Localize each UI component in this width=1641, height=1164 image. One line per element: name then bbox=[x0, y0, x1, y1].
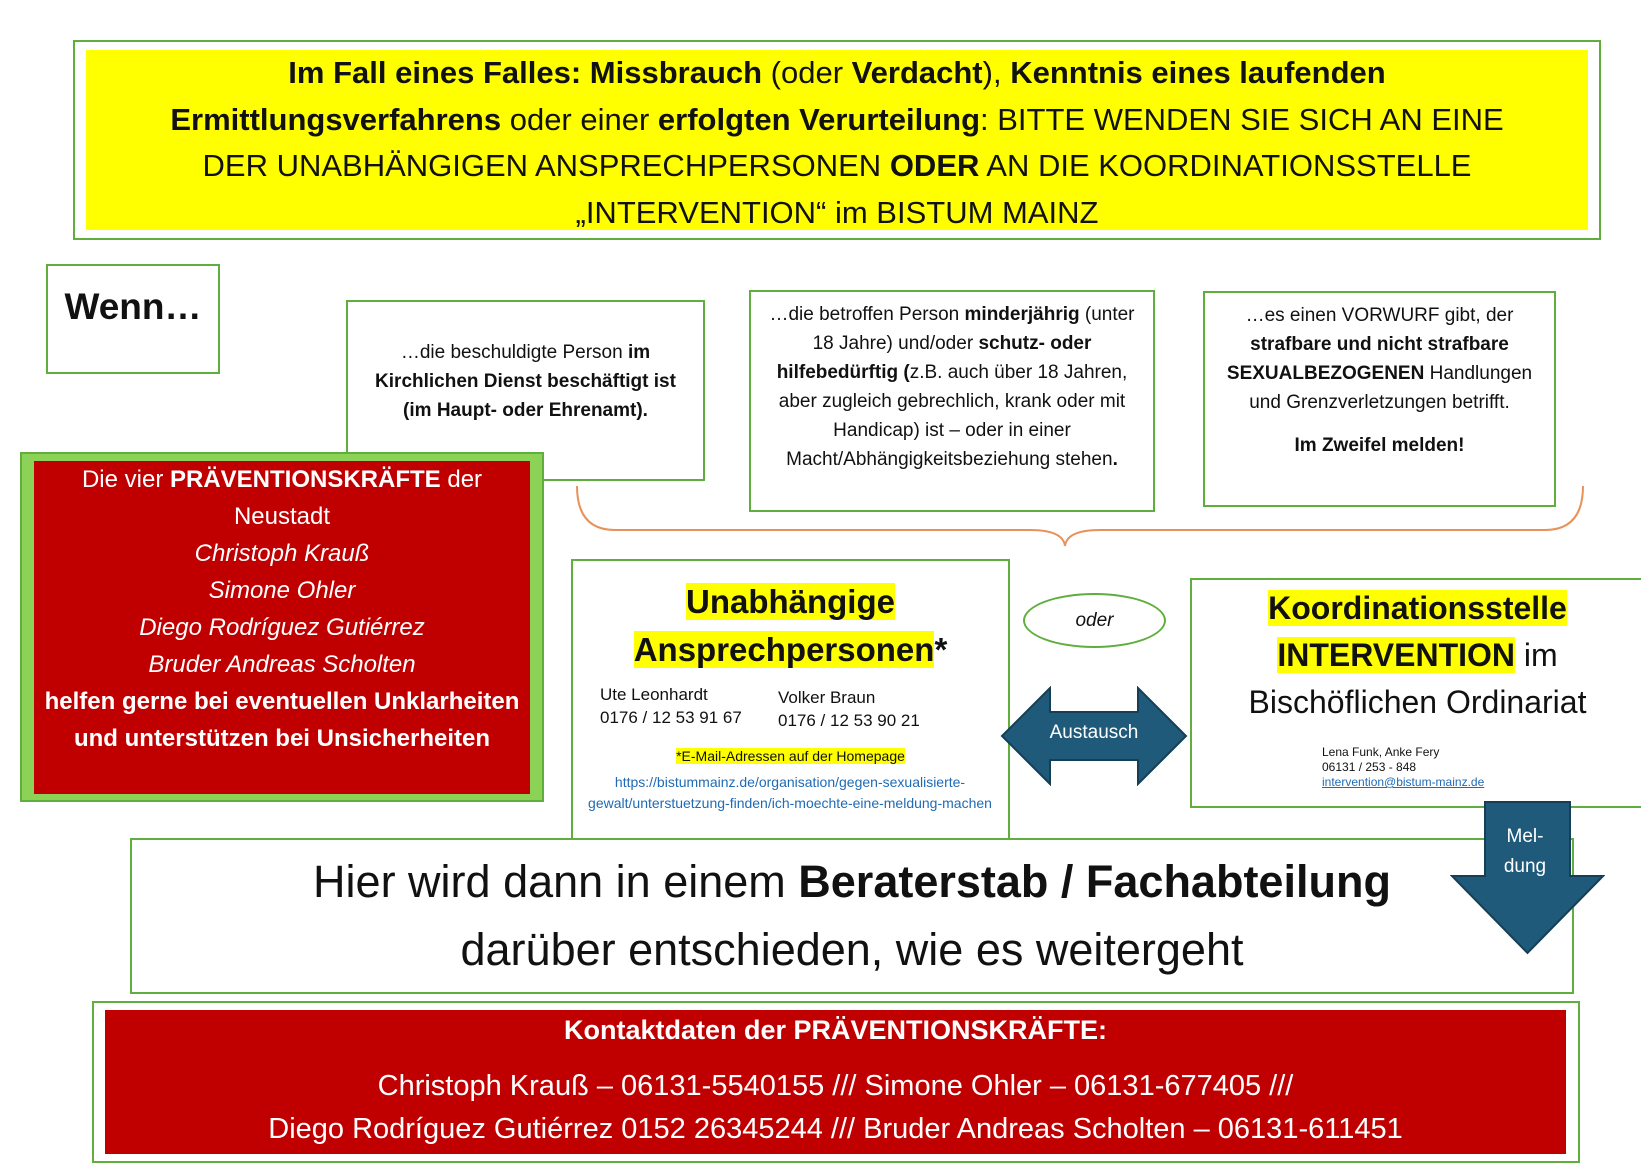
unabhaengige-title: Unabhängige Ansprechpersonen* bbox=[633, 583, 948, 668]
praevention-name: Diego Rodríguez Gutiérrez bbox=[139, 614, 425, 641]
kontakt-line-2: Diego Rodríguez Gutiérrez 0152 26345244 … bbox=[268, 1113, 1403, 1145]
homepage-link[interactable]: https://bistummainz.de/organisation/gege… bbox=[588, 774, 992, 811]
praevention-box: Die vier PRÄVENTIONSKRÄFTE der Neustadt … bbox=[34, 461, 530, 794]
kontakt-line-1: Christoph Krauß – 06131-5540155 /// Simo… bbox=[377, 1070, 1294, 1102]
meldung-overlay-label: Mel- dung bbox=[1503, 826, 1547, 877]
top-banner-line-3: DER UNABHÄNGIGEN ANSPRECHPERSONEN ODER A… bbox=[202, 148, 1472, 183]
wenn-box bbox=[46, 264, 220, 374]
top-banner: Im Fall eines Falles: Missbrauch (oder V… bbox=[86, 50, 1588, 230]
oder-ellipse: oder bbox=[1023, 593, 1166, 648]
curly-brace-connector bbox=[576, 485, 1584, 547]
koordinationsstelle-title: Koordinationsstelle INTERVENTION im Bisc… bbox=[1248, 590, 1587, 720]
intervention-email-link[interactable]: intervention@bistum-mainz.de bbox=[1322, 775, 1485, 789]
praevention-name: Simone Ohler bbox=[208, 577, 356, 604]
austausch-label: Austausch bbox=[1049, 722, 1139, 743]
condition-box-minderjaehrig: …die betroffen Person minderjährig (unte… bbox=[749, 290, 1155, 512]
austausch-double-arrow-icon bbox=[1000, 686, 1188, 786]
kontakt-title: Kontaktdaten der PRÄVENTIONSKRÄFTE: bbox=[563, 1015, 1108, 1045]
beraterstab-box bbox=[130, 838, 1574, 994]
top-banner-line-4: „INTERVENTION“ im BISTUM MAINZ bbox=[575, 194, 1099, 230]
beraterstab-text: Hier wird dann in einem Beraterstab / Fa… bbox=[313, 856, 1391, 975]
praevention-intro: Die vier PRÄVENTIONSKRÄFTE der Neustadt bbox=[81, 466, 483, 530]
praevention-name: Christoph Krauß bbox=[194, 540, 370, 567]
koordinationsstelle-contact: Lena Funk, Anke Fery 06131 / 253 - 848 i… bbox=[1322, 745, 1485, 789]
top-banner-line-2: Ermittlungsverfahrens oder einer erfolgt… bbox=[170, 101, 1504, 137]
wenn-label: Wenn… bbox=[64, 286, 202, 327]
contact-volker-braun: Volker Braun 0176 / 12 53 90 21 bbox=[778, 688, 920, 730]
condition-box-vorwurf: …es einen VORWURF gibt, der strafbare un… bbox=[1203, 291, 1556, 507]
email-note: *E-Mail-Adressen auf der Homepage bbox=[676, 748, 905, 764]
praevention-help-text: helfen gerne bei eventuellen Unklarheite… bbox=[44, 688, 520, 752]
praevention-name: Bruder Andreas Scholten bbox=[148, 651, 416, 678]
top-banner-line-1: Im Fall eines Falles: Missbrauch (oder V… bbox=[288, 55, 1386, 90]
contact-ute-leonhardt: Ute Leonhardt 0176 / 12 53 91 67 bbox=[600, 685, 742, 727]
meldung-down-arrow-overlay-icon bbox=[1450, 801, 1605, 955]
kontakt-box bbox=[105, 1010, 1566, 1154]
